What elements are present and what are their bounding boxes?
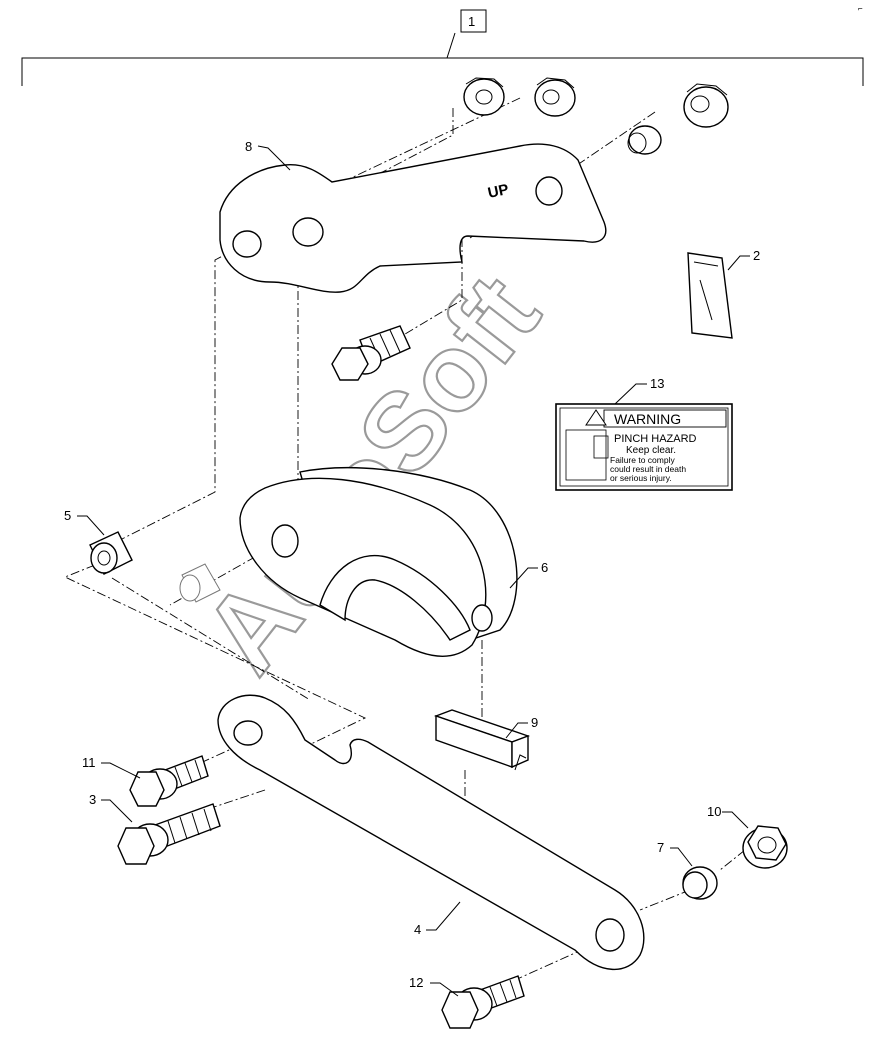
warning-line-3: could result in death xyxy=(610,464,686,474)
callout-1: 1 xyxy=(468,14,475,29)
callout-12: 12 xyxy=(409,975,423,990)
warning-line-2: Failure to comply xyxy=(610,455,675,465)
long-hex-bolt xyxy=(117,803,221,865)
plate-up-marking: UP xyxy=(486,181,510,202)
callout-2: 2 xyxy=(753,248,760,263)
callout-11: 11 xyxy=(82,755,96,770)
spacer-bushing xyxy=(89,531,133,575)
callout-6: 6 xyxy=(541,560,548,575)
spacer-ghost xyxy=(179,563,221,603)
assembly-bracket: 1 xyxy=(21,9,864,86)
callout-9: 9 xyxy=(531,715,538,730)
small-spacer xyxy=(682,866,718,900)
callout-13: 13 xyxy=(650,376,664,391)
warning-line-4: or serious injury. xyxy=(610,473,672,483)
bottom-hex-bolt xyxy=(441,975,525,1029)
lower-plate xyxy=(217,694,645,971)
warning-title: WARNING xyxy=(614,411,681,427)
callout-4: 4 xyxy=(414,922,421,937)
callout-5: 5 xyxy=(64,508,71,523)
warning-hazard: PINCH HAZARD xyxy=(614,433,697,445)
channel-bracket xyxy=(433,709,531,771)
callout-7: 7 xyxy=(657,840,664,855)
upper-hex-bolt xyxy=(331,325,411,381)
short-hex-bolt xyxy=(129,755,209,807)
warning-line-1: Keep clear. xyxy=(626,445,676,456)
decal-blank xyxy=(687,252,733,339)
top-flange-nut-3 xyxy=(683,83,729,128)
link-assembly xyxy=(239,466,518,657)
corner-mark: ⌐ xyxy=(858,4,863,13)
warning-decal: WARNING PINCH HAZARD Keep clear. Failure… xyxy=(555,403,733,491)
top-flange-nut-1 xyxy=(463,77,505,116)
upper-plate: UP xyxy=(219,143,607,293)
top-spacer xyxy=(627,125,662,155)
top-flange-nut-2 xyxy=(534,77,576,117)
callout-3: 3 xyxy=(89,792,96,807)
callout-8: 8 xyxy=(245,139,252,154)
callout-leaders xyxy=(77,145,750,997)
callout-10: 10 xyxy=(707,804,721,819)
flange-nut xyxy=(742,825,788,869)
